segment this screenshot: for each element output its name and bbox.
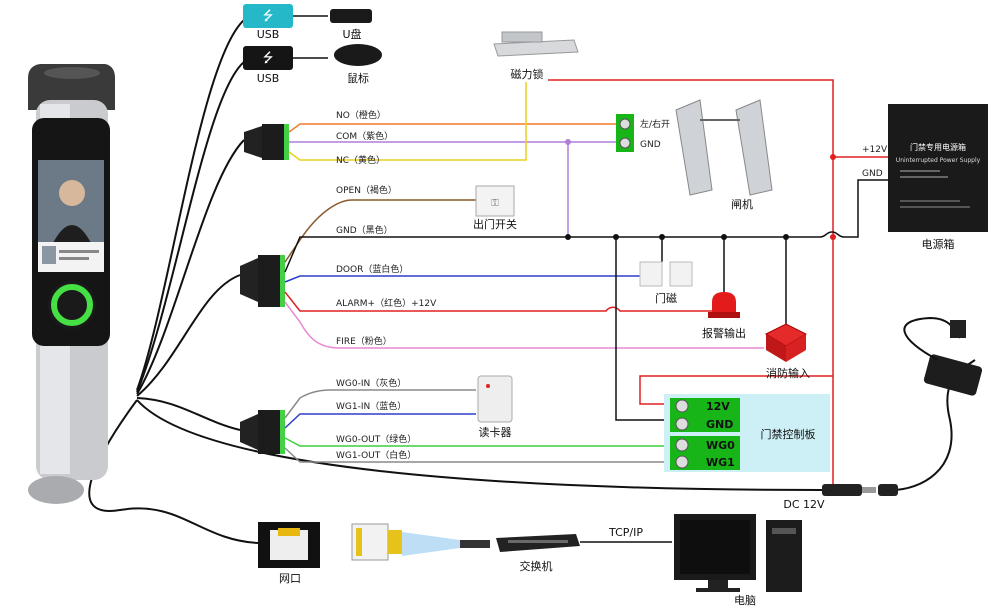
card-reader-device: 读卡器 (477, 375, 513, 439)
protocol-label: TCP/IP (608, 526, 643, 539)
power-box-gnd: GND (862, 169, 883, 179)
network-section: 网口 交换机 TCP/IP 电脑 (258, 514, 802, 607)
exit-button-device: ⚿ 出门开关 (473, 185, 517, 231)
wire-gnd (284, 179, 888, 273)
wiegand-wires (284, 389, 670, 463)
io-wires (284, 179, 888, 421)
exit-button-label: 出门开关 (473, 217, 517, 231)
door-sensor-device: 门磁 (639, 261, 693, 305)
mouse-icon (334, 44, 382, 66)
alarm-output-device: 报警输出 (702, 292, 746, 340)
wire-wg1out-label: WG1-OUT（白色） (336, 449, 416, 461)
wire-no-label: NO（橙色） (336, 109, 386, 121)
wire-nc (288, 82, 527, 161)
power-adapter-label: DC 12V (783, 498, 825, 511)
rj45-plug-icon (351, 523, 402, 561)
usb-connector-2 (243, 46, 293, 70)
card-reader-label: 读卡器 (479, 425, 512, 439)
wire-fire-label: FIRE（粉色） (336, 335, 392, 347)
usb-icon: ⭍ (263, 9, 274, 24)
wire-alarm (284, 291, 712, 312)
controller-terminal-wg1: WG1 (706, 456, 735, 469)
udisk-icon (330, 9, 372, 23)
wire-no (288, 123, 616, 133)
network-port-label: 网口 (279, 572, 301, 585)
computer-label: 电脑 (734, 594, 756, 607)
face-terminal (28, 64, 115, 504)
wire-alarm-label: ALARM+（红色）+12V (336, 297, 437, 309)
usb-label-1: USB (257, 28, 280, 41)
connector-plugs (240, 124, 289, 454)
connector-plug-io (240, 255, 285, 307)
key-icon: ⚿ (491, 198, 499, 209)
wire-door-label: DOOR（蓝白色） (336, 263, 408, 275)
power-box-label: 电源箱 (922, 237, 955, 251)
controller-board: 12V GND WG0 WG1 门禁控制板 (664, 394, 830, 472)
power-box-title-en: Uninterrupted Power Supply (896, 157, 981, 164)
red-power-line (548, 79, 888, 485)
udisk-label: U盘 (342, 27, 361, 41)
controller-label: 门禁控制板 (761, 427, 816, 441)
door-sensor-label: 门磁 (655, 291, 677, 305)
lock-label: 磁力锁 (511, 67, 544, 81)
wire-wg1out (284, 447, 670, 463)
connector-plug-wiegand (240, 410, 285, 454)
wire-wg0out (284, 437, 670, 447)
wire-gnd-label: GND（黑色） (336, 224, 393, 236)
fire-input-device: 消防输入 (764, 323, 810, 380)
mouse-label: 鼠标 (347, 71, 369, 85)
magnetic-lock: 磁力锁 (493, 31, 579, 81)
power-box: 门禁专用电源箱 Uninterrupted Power Supply 电源箱 +… (862, 104, 988, 251)
wire-wg0out-label: WG0-OUT（绿色） (336, 433, 416, 445)
relay-wires (288, 82, 616, 237)
turnstile-gate: 闸机 (675, 99, 773, 211)
controller-terminal-wg0: WG0 (706, 439, 735, 452)
fire-input-label: 消防输入 (766, 366, 810, 380)
wire-fire (284, 301, 764, 349)
controller-terminal-12v: 12V (706, 400, 730, 413)
usb-section: ⭍ USB U盘 ⭍ USB 鼠标 (243, 4, 382, 85)
wire-door (284, 275, 640, 283)
controller-terminal-gnd: GND (706, 418, 733, 431)
wire-open-label: OPEN（褐色） (336, 184, 397, 196)
wire-open (284, 199, 476, 263)
alarm-output-label: 报警输出 (702, 326, 746, 340)
usb-icon: ⭍ (263, 51, 274, 66)
power-box-plus12v: +12V (862, 145, 888, 155)
gate-terminal: 左/右开 GND (616, 114, 670, 152)
wire-nc-label: NC（黄色） (336, 154, 385, 166)
gate-label: 闸机 (731, 197, 753, 211)
usb-connector-1 (243, 4, 293, 28)
power-adapter: DC 12V (783, 316, 983, 511)
wire-wg0in (284, 389, 476, 419)
computer-icon (674, 514, 802, 592)
wire-com-label: COM（紫色） (336, 130, 393, 142)
switch-label: 交换机 (520, 559, 553, 573)
usb-label-2: USB (257, 72, 280, 85)
wire-wg0in-label: WG0-IN（灰色） (336, 377, 406, 389)
connector-plug-relay (244, 124, 289, 160)
power-box-title-cn: 门禁专用电源箱 (910, 142, 966, 152)
wire-wg1in (284, 413, 476, 429)
wire-wg1in-label: WG1-IN（蓝色） (336, 400, 406, 412)
switch-icon (496, 534, 580, 552)
gate-terminal-bottom: GND (640, 140, 661, 150)
gate-terminal-top: 左/右开 (640, 118, 670, 130)
